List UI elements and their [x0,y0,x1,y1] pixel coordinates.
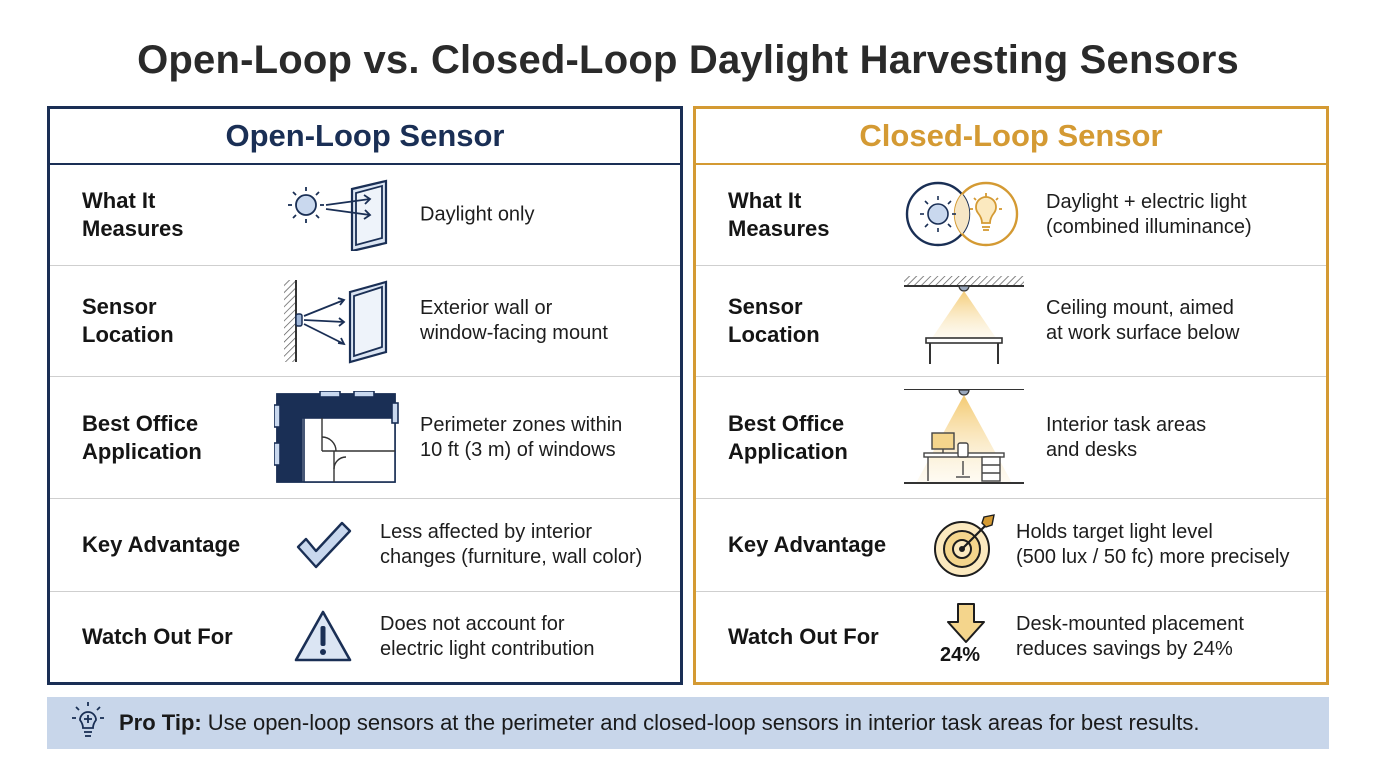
row-description: Perimeter zones within 10 ft (3 m) of wi… [420,413,623,461]
target-icon [930,513,1000,579]
row-description: Daylight + electric light (combined illu… [1046,191,1252,238]
lightbulb-icon [69,700,107,746]
sun-bulb-overlap-icon [902,179,1026,249]
open-row-what-it-measures: What It Measures Daylight only [50,165,680,266]
closed-row-what-it-measures: What It Measures [696,165,1326,266]
checkmark-icon [294,519,354,571]
row-label: Key Advantage [82,532,241,557]
closed-row-key-advantage: Key Advantage Holds target light level (… [696,499,1326,592]
row-description: Daylight only [420,203,535,226]
desk-workstation-icon [902,389,1026,487]
row-description: Desk-mounted placement reduces savings b… [1016,613,1244,660]
row-label: Sensor Location [728,294,820,347]
row-label: What It Measures [728,188,830,241]
row-description: Less affected by interior changes (furni… [380,521,643,568]
pro-tip-label: Pro Tip: [119,710,202,735]
warning-icon [292,608,354,664]
row-description: Interior task areas and desks [1046,413,1207,461]
open-loop-heading: Open-Loop Sensor [50,109,680,165]
pro-tip-bar: Pro Tip: Use open-loop sensors at the pe… [47,697,1329,749]
row-label: Best Office Application [82,410,202,464]
open-loop-panel: Open-Loop Sensor What It Measures Daylig… [47,106,683,685]
open-row-sensor-location: Sensor Location Exterior wall or window-… [50,266,680,377]
down-arrow-icon [946,602,986,644]
row-description: Exterior wall or window-facing mount [420,297,608,344]
row-description: Holds target light level (500 lux / 50 f… [1016,521,1290,568]
closed-loop-heading: Closed-Loop Sensor [696,109,1326,165]
sun-window-icon [282,179,392,251]
open-row-key-advantage: Key Advantage Less affected by interior … [50,499,680,592]
closed-row-sensor-location: Sensor Location Ceiling mount, aimed at … [696,266,1326,377]
pro-tip-text: Use open-loop sensors at the perimeter a… [207,710,1200,735]
closed-loop-panel: Closed-Loop Sensor What It Measures [693,106,1329,685]
floor-plan-icon [274,391,400,485]
savings-percent-label: 24% [940,644,981,666]
row-label: Key Advantage [728,532,887,557]
wall-sensor-window-icon [282,280,392,364]
open-row-watch-out: Watch Out For Does not account for elect… [50,592,680,682]
row-label: Watch Out For [82,624,233,649]
row-label: Sensor Location [82,294,174,347]
ceiling-sensor-table-icon [902,276,1026,368]
open-row-best-application: Best Office Application [50,377,680,499]
row-label: Watch Out For [728,624,879,649]
page-title: Open-Loop vs. Closed-Loop Daylight Harve… [137,38,1239,82]
closed-row-best-application: Best Office Application [696,377,1326,499]
closed-row-watch-out: Watch Out For 24% Desk-mounted placement… [696,592,1326,682]
row-description: Ceiling mount, aimed at work surface bel… [1046,297,1240,344]
row-label: Best Office Application [728,410,848,464]
row-description: Does not account for electric light cont… [380,613,595,660]
row-label: What It Measures [82,188,184,241]
